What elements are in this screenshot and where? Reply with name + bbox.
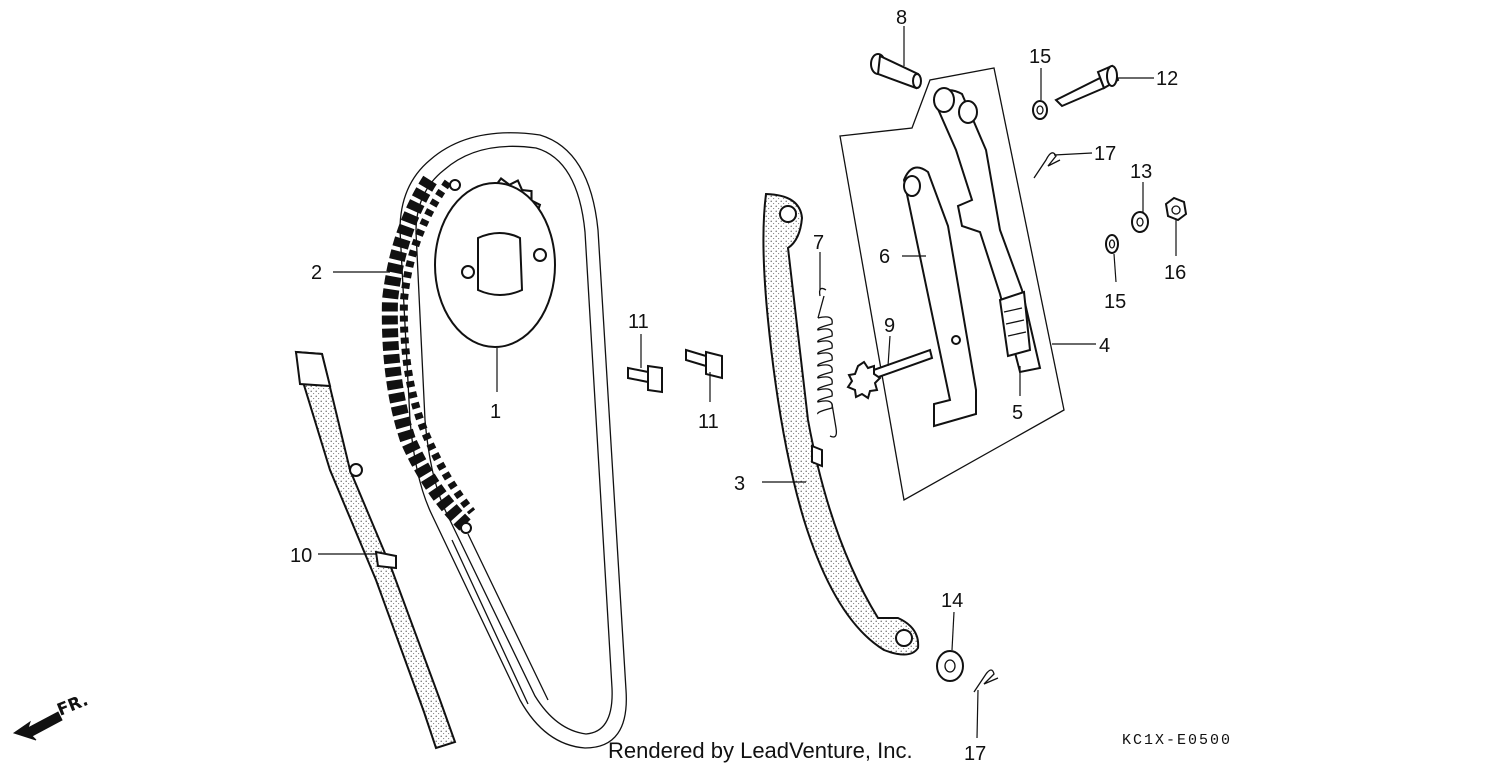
bolt-12 (1054, 64, 1120, 108)
front-label: FR. (54, 690, 91, 720)
tensioner-slider (932, 87, 1042, 374)
callout-10: 10 (290, 545, 312, 567)
callout-13: 13 (1130, 161, 1152, 183)
callout-8: 8 (896, 7, 907, 29)
washer-15-lower (1105, 234, 1119, 254)
clip-17-lower (973, 669, 999, 693)
callout-3: 3 (734, 473, 745, 495)
nut-16 (1164, 196, 1188, 222)
tensioner-arm (762, 192, 920, 656)
callout-6: 6 (879, 246, 890, 268)
washer-14 (936, 650, 964, 682)
adjuster-bolt (846, 348, 934, 400)
front-direction-marker: FR. (12, 690, 91, 741)
callout-17-bottom: 17 (964, 743, 986, 765)
tensioner-assembly-boundary (839, 67, 1065, 502)
callout-7: 7 (813, 232, 824, 254)
washer-13 (1131, 211, 1149, 233)
callout-15-bottom: 15 (1104, 291, 1126, 313)
callout-11-bottom: 11 (698, 411, 719, 433)
callouts: 1 2 3 4 5 6 7 8 9 10 11 11 12 13 14 15 1… (290, 7, 1186, 765)
callout-14: 14 (941, 590, 963, 612)
tensioner-spring (817, 287, 838, 438)
diagram-code: KC1X-E0500 (1122, 732, 1232, 749)
callout-16: 16 (1164, 262, 1186, 284)
chain-links (381, 175, 476, 534)
pivot-pin (870, 53, 922, 90)
bolt-11-right (685, 348, 723, 380)
callout-1: 1 (490, 401, 501, 423)
chain-guide-front (294, 350, 457, 750)
cam-sprocket (434, 177, 556, 348)
callout-12: 12 (1156, 68, 1178, 90)
callout-11-top: 11 (628, 311, 649, 333)
leader-lines (318, 26, 1177, 739)
callout-4: 4 (1099, 335, 1110, 357)
callout-5: 5 (1012, 402, 1023, 424)
callout-2: 2 (311, 262, 322, 284)
tensioner-lifter-arm (902, 166, 977, 428)
cam-chain (381, 132, 627, 749)
washer-15-upper (1032, 100, 1048, 120)
callout-17-top: 17 (1094, 143, 1116, 165)
clip-17-upper (1033, 152, 1061, 179)
callout-15-top: 15 (1029, 46, 1051, 68)
render-credit: Rendered by LeadVenture, Inc. (608, 738, 913, 763)
callout-9: 9 (884, 315, 895, 337)
bolt-11-left (627, 364, 663, 394)
